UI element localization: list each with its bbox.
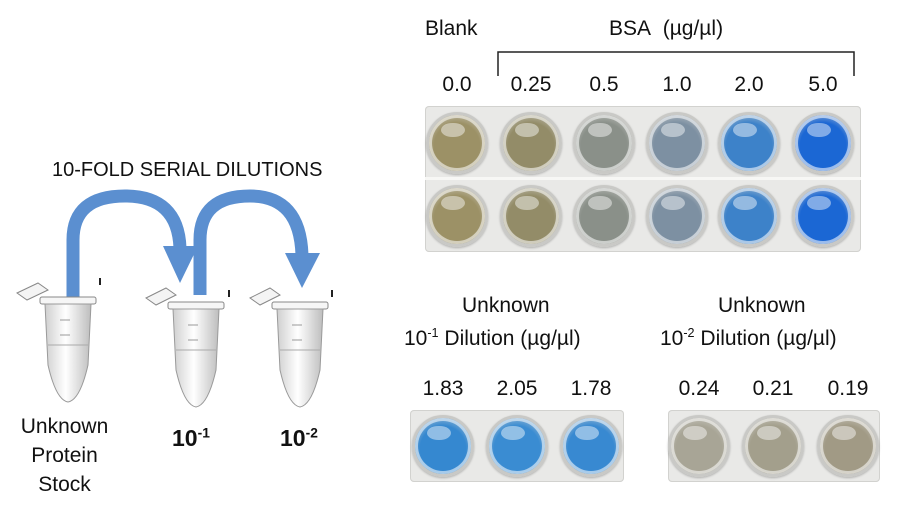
dilution-1-label: 10-1 [172, 425, 210, 451]
standard-well [718, 185, 780, 247]
standard-concentration-label: 2.0 [734, 73, 764, 96]
bsa-text: BSA [609, 17, 652, 40]
standard-well [426, 185, 488, 247]
unknown1-well [560, 415, 622, 477]
unknown2-dil-word: Dilution [700, 327, 771, 350]
stock-tube [16, 282, 97, 403]
unknown2-plate [668, 410, 880, 482]
standard-concentration-label: 0.0 [442, 73, 472, 96]
unknown1-title: Unknown [462, 294, 550, 317]
unknown2-value-label: 0.19 [827, 377, 869, 400]
unknown1-plate [410, 410, 624, 482]
standards-plate [425, 106, 861, 252]
standard-well [500, 185, 562, 247]
transfer-arrow-1-head [163, 246, 198, 283]
bsa-bracket [497, 51, 855, 76]
unknown2-title: Unknown [718, 294, 806, 317]
unknown2-subtitle: 10-2 Dilution (µg/µl) [660, 327, 837, 349]
dilution-2-label: 10-2 [280, 425, 318, 451]
dilution-1-tube [145, 287, 225, 408]
unknown2-unit: (µg/µl) [776, 327, 837, 350]
standard-well [646, 185, 708, 247]
standard-concentration-label: 5.0 [808, 73, 838, 96]
stock-label-line-1: Unknown [20, 415, 109, 438]
stock-label-line-3: Stock [38, 473, 91, 496]
unknown1-value-label: 1.78 [570, 377, 612, 400]
dilution-diagram [16, 189, 333, 408]
transfer-arrow-2 [193, 189, 309, 295]
unknown2-well [817, 415, 879, 477]
unknown2-well [668, 415, 730, 477]
unknown1-subtitle: 10-1 Dilution (µg/µl) [404, 327, 581, 349]
transfer-arrow-2-head [285, 253, 320, 288]
unknown2-dil-exp: -2 [683, 326, 695, 340]
standard-well [792, 185, 854, 247]
standard-well [792, 112, 854, 174]
standard-concentration-label: 0.25 [510, 73, 552, 96]
plate-divider [425, 177, 861, 180]
standard-well [573, 112, 635, 174]
unknown1-dil-base: 10 [404, 327, 428, 350]
standard-concentration-label: 1.0 [662, 73, 692, 96]
unknown1-dil-exp: -1 [427, 326, 439, 340]
standard-well [573, 185, 635, 247]
unknown1-dil-word: Dilution [444, 327, 515, 350]
unknown1-value-label: 2.05 [496, 377, 538, 400]
serial-dilution-title: 10-FOLD SERIAL DILUTIONS [52, 159, 323, 181]
stock-label-line-2: Protein [31, 444, 98, 467]
standard-well [426, 112, 488, 174]
dilution-2-tube [249, 287, 329, 408]
blank-label: Blank [425, 17, 478, 40]
unknown2-dil-base: 10 [660, 327, 684, 350]
unknown1-unit: (µg/µl) [520, 327, 581, 350]
transfer-arrow-1 [66, 189, 187, 298]
standard-well [646, 112, 708, 174]
unknown2-value-label: 0.21 [752, 377, 794, 400]
unknown1-value-label: 1.83 [422, 377, 464, 400]
standard-well [718, 112, 780, 174]
stock-label: Unknown Protein Stock [12, 412, 117, 499]
unknown2-value-label: 0.24 [678, 377, 720, 400]
standard-concentration-label: 0.5 [589, 73, 619, 96]
standard-well [500, 112, 562, 174]
unknown1-well [412, 415, 474, 477]
unknown1-well [486, 415, 548, 477]
unknown2-well [742, 415, 804, 477]
bsa-label: BSA (µg/µl) [609, 18, 723, 39]
bsa-unit: (µg/µl) [662, 17, 724, 40]
